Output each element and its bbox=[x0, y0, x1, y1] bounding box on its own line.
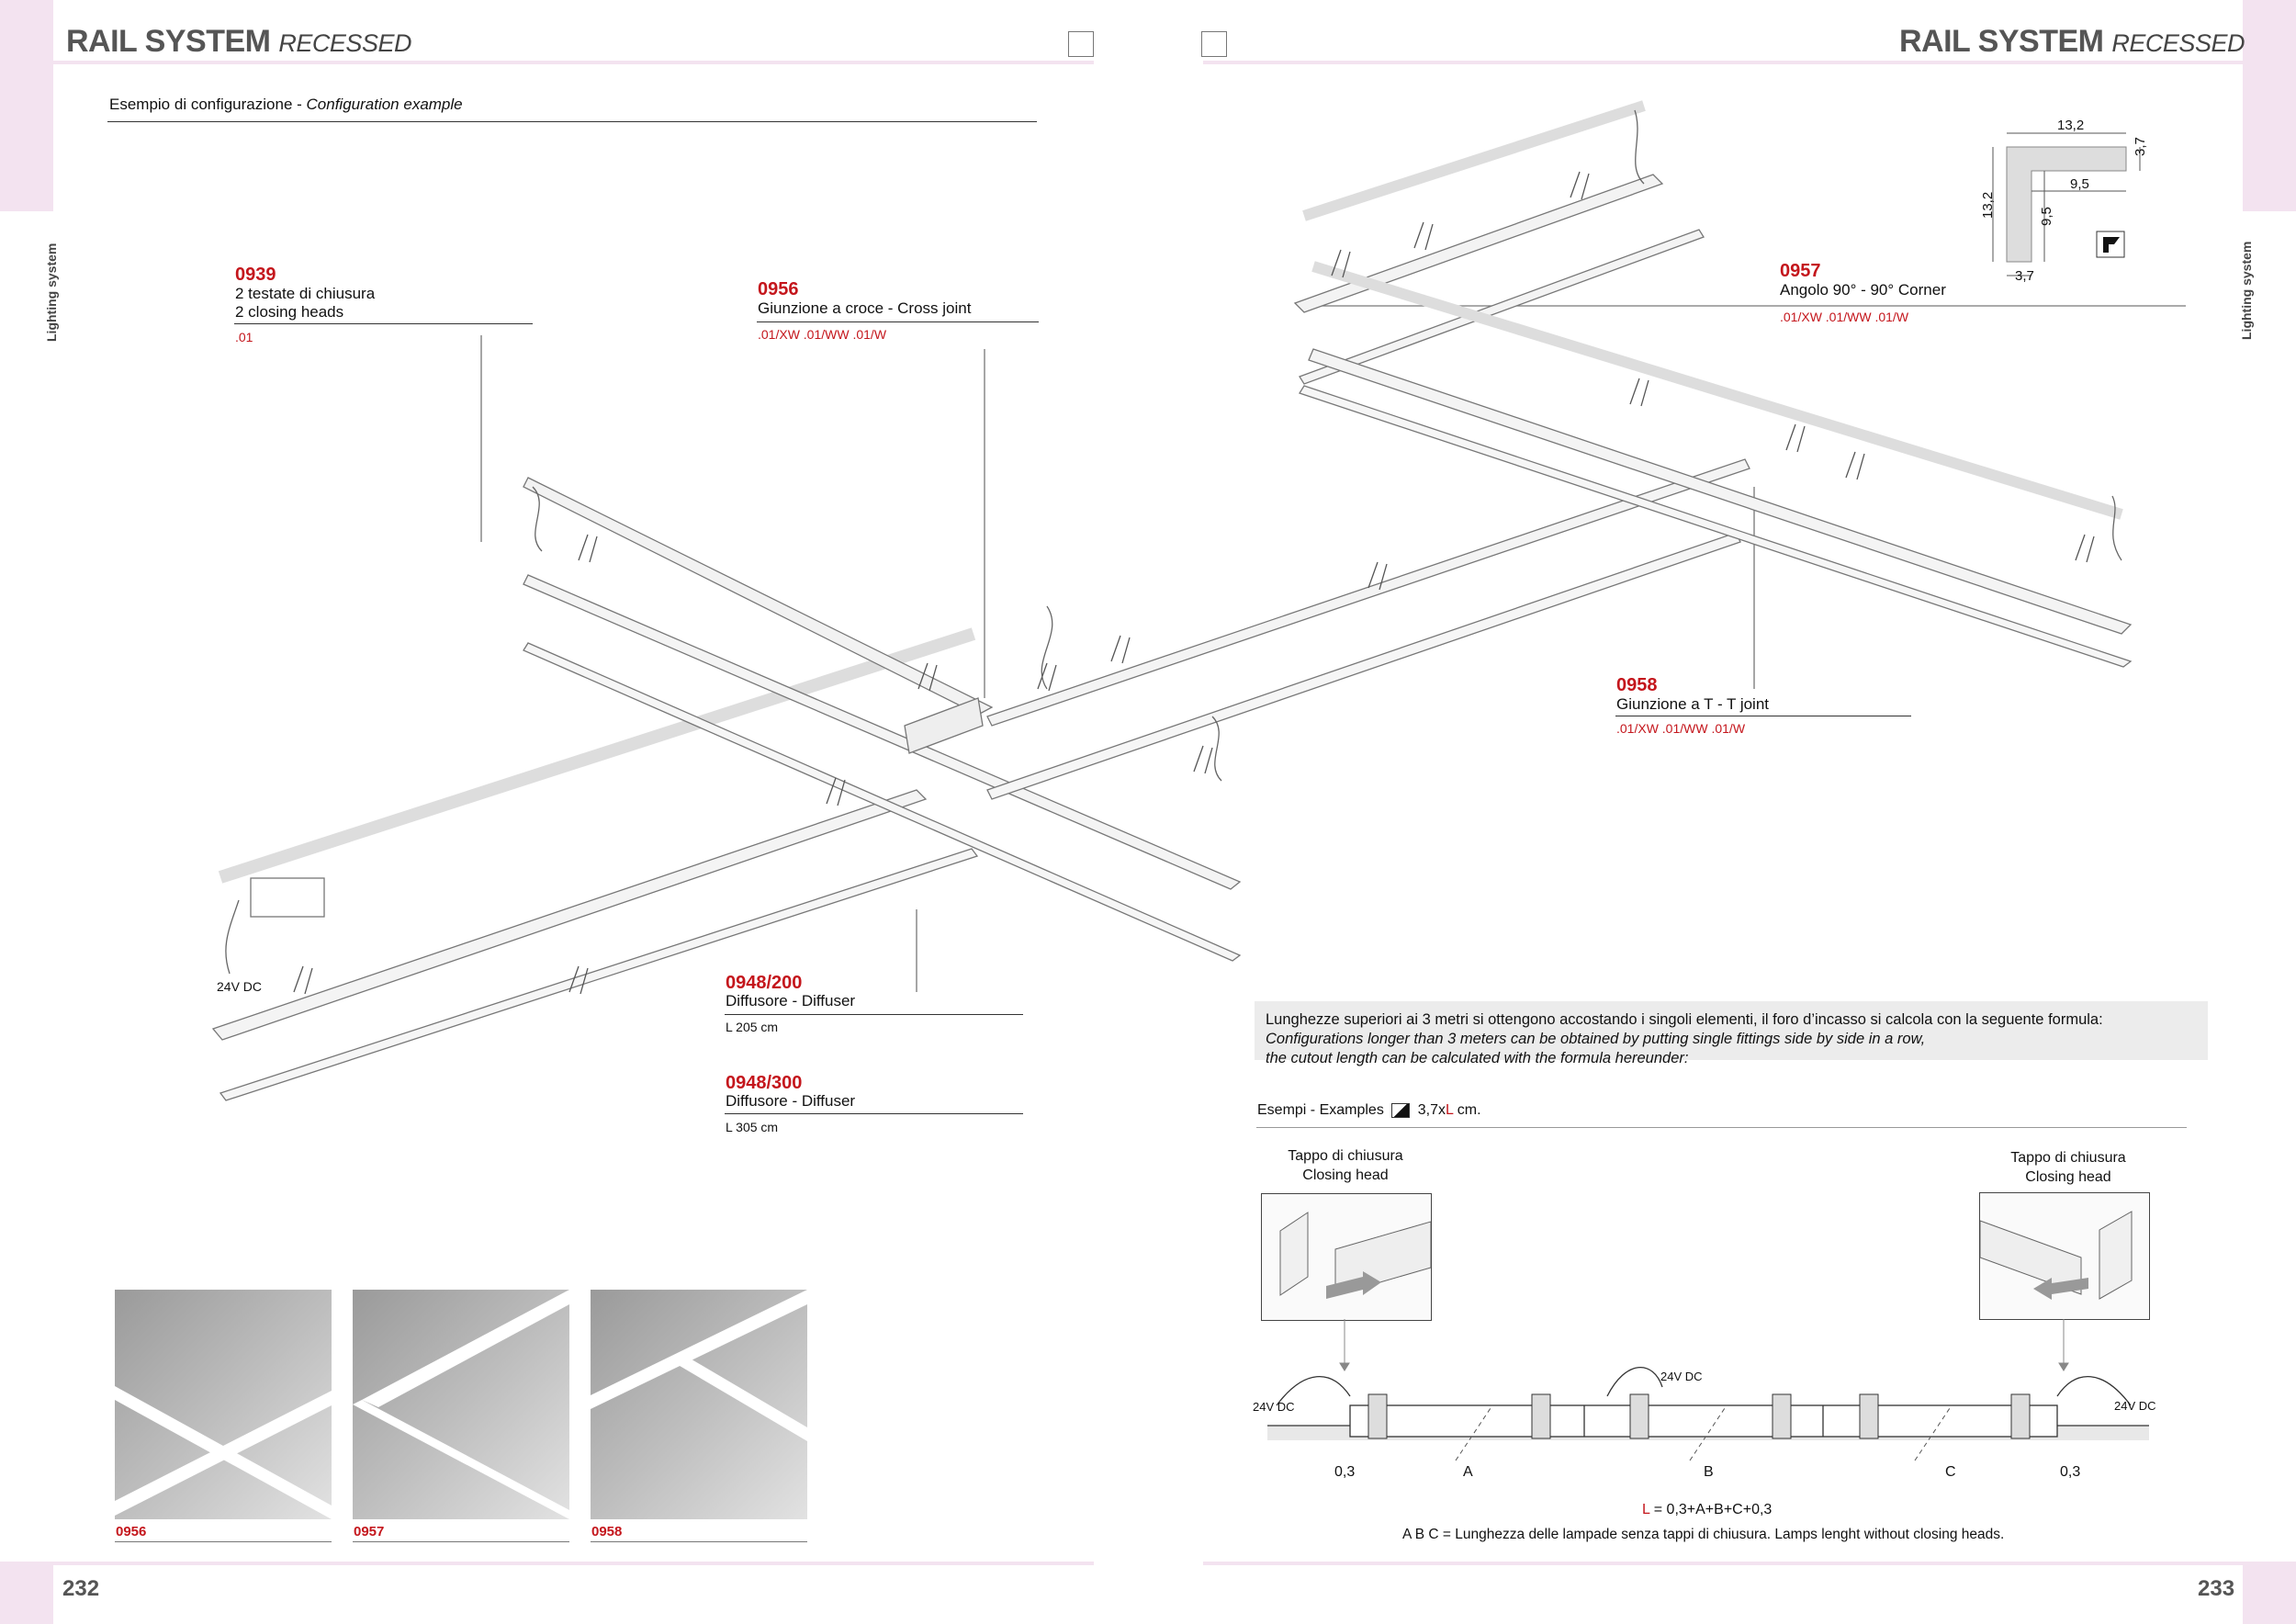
examples-row: Esempi - Examples 3,7xL cm. bbox=[1257, 1102, 1481, 1119]
profile-section-drawing bbox=[1992, 132, 2141, 276]
left-margin-top-band bbox=[0, 0, 53, 211]
callout-0948-300-code: 0948/300 bbox=[726, 1073, 803, 1093]
dim-inner-v: 9,5 bbox=[2039, 207, 2054, 226]
callout-0939-code: 0939 bbox=[235, 265, 276, 285]
closing-head-left-detail bbox=[1261, 1193, 1432, 1321]
formula-note: A B C = Lunghezza delle lampade senza ta… bbox=[1402, 1527, 2005, 1542]
right-header-rule bbox=[1203, 61, 2243, 64]
closing-head-right-it: Tappo di chiusura bbox=[2010, 1150, 2126, 1166]
right-margin-top-band bbox=[2243, 0, 2296, 211]
left-voltage-label: 24V DC bbox=[217, 979, 263, 994]
callout-0957-variants: .01/XW .01/WW .01/W bbox=[1780, 310, 1909, 324]
dim-inner-h: 9,5 bbox=[2070, 176, 2089, 192]
right-side-label: Lighting system bbox=[2239, 241, 2254, 340]
callout-0956-code: 0956 bbox=[758, 279, 799, 299]
callout-0948-200-length: L 205 cm bbox=[726, 1020, 779, 1034]
closing-head-left-en: Closing head bbox=[1302, 1167, 1389, 1183]
photo-0958-rule bbox=[591, 1541, 807, 1542]
formula-L: L bbox=[1642, 1502, 1650, 1517]
diagram-voltage-right: 24V DC bbox=[2114, 1399, 2156, 1413]
cutout-length-diagram bbox=[1267, 1319, 2149, 1461]
diagram-voltage-mid: 24V DC bbox=[1660, 1370, 1703, 1383]
right-footer-rule bbox=[1203, 1562, 2243, 1565]
right-page-number: 233 bbox=[2198, 1576, 2235, 1601]
closing-head-left-it: Tappo di chiusura bbox=[1288, 1148, 1403, 1164]
left-title-italic: RECESSED bbox=[278, 29, 411, 57]
callout-0948-200-line1: Diffusore - Diffuser bbox=[726, 992, 856, 1009]
note-en-1: Configurations longer than 3 meters can … bbox=[1266, 1031, 1926, 1047]
closing-head-right-en: Closing head bbox=[2025, 1169, 2111, 1185]
photo-0957-caption: 0957 bbox=[354, 1524, 385, 1539]
callout-0939-line2: 2 closing heads bbox=[235, 303, 344, 321]
note-en-2: the cutout length can be calculated with… bbox=[1266, 1050, 1689, 1066]
left-page-number: 232 bbox=[62, 1576, 100, 1601]
dim-label-b: B bbox=[1704, 1464, 1714, 1480]
examples-formula-post: cm. bbox=[1453, 1102, 1481, 1118]
dim-label-0: 0,3 bbox=[1334, 1464, 1356, 1480]
dim-top: 13,2 bbox=[2057, 118, 2085, 133]
callout-0939-variants: .01 bbox=[235, 330, 253, 344]
callout-0948-200-code: 0948/200 bbox=[726, 973, 803, 993]
left-header-rule bbox=[53, 61, 1094, 64]
callout-0939-rule bbox=[234, 323, 533, 324]
formula-rest: = 0,3+A+B+C+0,3 bbox=[1649, 1502, 1773, 1517]
callout-0956-variants: .01/XW .01/WW .01/W bbox=[758, 327, 887, 342]
callout-0939-line1: 2 testate di chiusura bbox=[235, 285, 376, 302]
photo-0956-caption: 0956 bbox=[116, 1524, 147, 1539]
config-heading-it: Esempio di configurazione - bbox=[109, 96, 307, 113]
right-margin-bottom-band bbox=[2243, 1562, 2296, 1624]
right-title-italic: RECESSED bbox=[2111, 29, 2245, 57]
bookmark-tab-icon bbox=[1068, 31, 1094, 57]
dim-bottom: 3,7 bbox=[2015, 268, 2034, 284]
callout-0958-code: 0958 bbox=[1616, 675, 1658, 695]
photo-0957-rule bbox=[353, 1541, 569, 1542]
length-note-box: Lunghezze superiori ai 3 metri si otteng… bbox=[1255, 1001, 2208, 1066]
left-title-bold: RAIL SYSTEM bbox=[66, 24, 271, 59]
photo-t-joint bbox=[591, 1290, 807, 1519]
examples-label: Esempi - Examples bbox=[1257, 1102, 1384, 1118]
photo-0956-rule bbox=[115, 1541, 332, 1542]
photo-0958-caption: 0958 bbox=[591, 1524, 623, 1539]
config-heading-rule bbox=[107, 121, 1037, 122]
dim-label-c: C bbox=[1945, 1464, 1956, 1480]
left-margin-bottom-band bbox=[0, 1562, 53, 1624]
bookmark-tab-icon-right bbox=[1201, 31, 1227, 57]
config-heading: Esempio di configurazione - Configuratio… bbox=[109, 96, 463, 114]
config-heading-en: Configuration example bbox=[306, 96, 463, 113]
dim-right: 3,7 bbox=[2133, 137, 2148, 156]
callout-0957-code: 0957 bbox=[1780, 261, 1821, 281]
callout-0956-line1: Giunzione a croce - Cross joint bbox=[758, 299, 972, 317]
diagram-voltage-left: 24V DC bbox=[1253, 1400, 1295, 1414]
callout-0948-300-length: L 305 cm bbox=[726, 1120, 779, 1134]
closing-head-left-label: Tappo di chiusura Closing head bbox=[1258, 1146, 1433, 1185]
callout-0958-line1: Giunzione a T - T joint bbox=[1616, 695, 1770, 713]
examples-formula-pre: 3,7x bbox=[1417, 1102, 1446, 1118]
callout-0956-rule bbox=[757, 321, 1039, 322]
callout-0948-200-rule bbox=[725, 1014, 1023, 1015]
left-page-title: RAIL SYSTEM RECESSED bbox=[66, 24, 411, 60]
examples-rule bbox=[1256, 1127, 2187, 1128]
profile-small-icon bbox=[1391, 1102, 1411, 1118]
dim-left: 13,2 bbox=[1980, 191, 1996, 219]
closing-head-right-detail bbox=[1979, 1192, 2150, 1320]
callout-0957-line1: Angolo 90° - 90° Corner bbox=[1780, 281, 1946, 299]
formula: L = 0,3+A+B+C+0,3 bbox=[1642, 1502, 1772, 1518]
note-it: Lunghezze superiori ai 3 metri si otteng… bbox=[1266, 1011, 2103, 1028]
photo-cross-joint bbox=[115, 1290, 332, 1519]
examples-formula-L: L bbox=[1445, 1102, 1454, 1118]
left-footer-rule bbox=[53, 1562, 1094, 1565]
right-title-bold: RAIL SYSTEM bbox=[1899, 24, 2104, 59]
callout-0948-300-line1: Diffusore - Diffuser bbox=[726, 1092, 856, 1110]
callout-0958-variants: .01/XW .01/WW .01/W bbox=[1616, 721, 1746, 736]
callout-0948-300-rule bbox=[725, 1113, 1023, 1114]
dim-label-a: A bbox=[1463, 1464, 1473, 1480]
dim-label-4: 0,3 bbox=[2060, 1464, 2081, 1480]
photo-corner bbox=[353, 1290, 569, 1519]
closing-head-right-label: Tappo di chiusura Closing head bbox=[1981, 1148, 2155, 1187]
right-page-title: RAIL SYSTEM RECESSED bbox=[1899, 24, 2245, 60]
